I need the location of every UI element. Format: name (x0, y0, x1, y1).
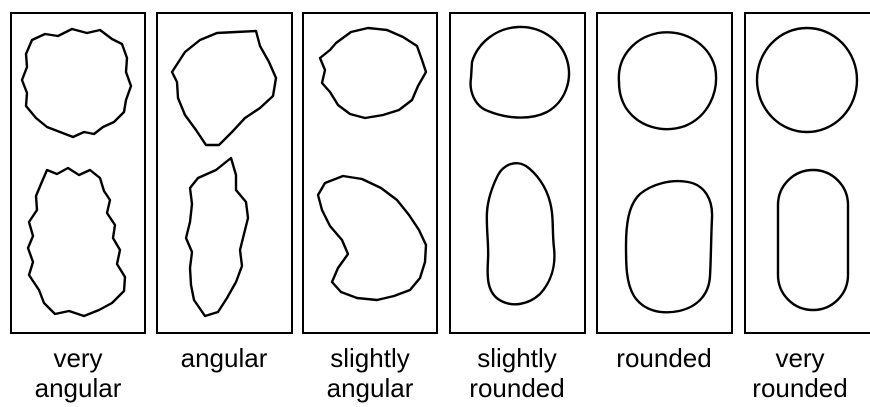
label-line-1: slightly (447, 343, 587, 373)
label-line-1: angular (154, 343, 294, 373)
panel-slightly-rounded (450, 13, 585, 333)
label-line-1: slightly (300, 343, 440, 373)
label-rounded: rounded (594, 343, 734, 373)
grain-slightly-rounded-bottom (487, 163, 555, 304)
label-slightly-rounded: slightly rounded (447, 343, 587, 403)
grain-angular-bottom (186, 158, 248, 316)
label-line-1: very (8, 343, 148, 373)
label-very-rounded: very rounded (730, 343, 870, 403)
panel-frame (745, 13, 870, 333)
label-line-2: angular (8, 373, 148, 403)
panel-angular (157, 13, 292, 333)
label-line-1: very (730, 343, 870, 373)
panel-slightly-angular (303, 13, 437, 333)
grain-very-angular-bottom (28, 168, 125, 316)
grain-rounded-top (619, 32, 716, 129)
label-slightly-angular: slightly angular (300, 343, 440, 403)
label-line-2: rounded (730, 373, 870, 403)
panel-very-rounded (745, 13, 870, 333)
label-angular: angular (154, 343, 294, 373)
grain-rounded-bottom (626, 181, 712, 312)
label-line-2: rounded (447, 373, 587, 403)
label-very-angular: very angular (8, 343, 148, 403)
panel-very-angular (11, 13, 145, 333)
grain-slightly-angular-top (320, 28, 426, 118)
label-line-2: angular (300, 373, 440, 403)
grain-very-angular-top (22, 29, 131, 137)
panel-frame (450, 13, 585, 333)
panel-rounded (597, 13, 732, 333)
label-line-1: rounded (594, 343, 734, 373)
panel-frame (157, 13, 292, 333)
grain-slightly-rounded-top (471, 27, 569, 118)
grain-slightly-angular-bottom (318, 176, 426, 300)
panel-frame (303, 13, 437, 333)
grain-very-rounded-top (757, 28, 857, 132)
grain-very-rounded-bottom (778, 170, 848, 310)
grain-angular-top (172, 31, 276, 145)
